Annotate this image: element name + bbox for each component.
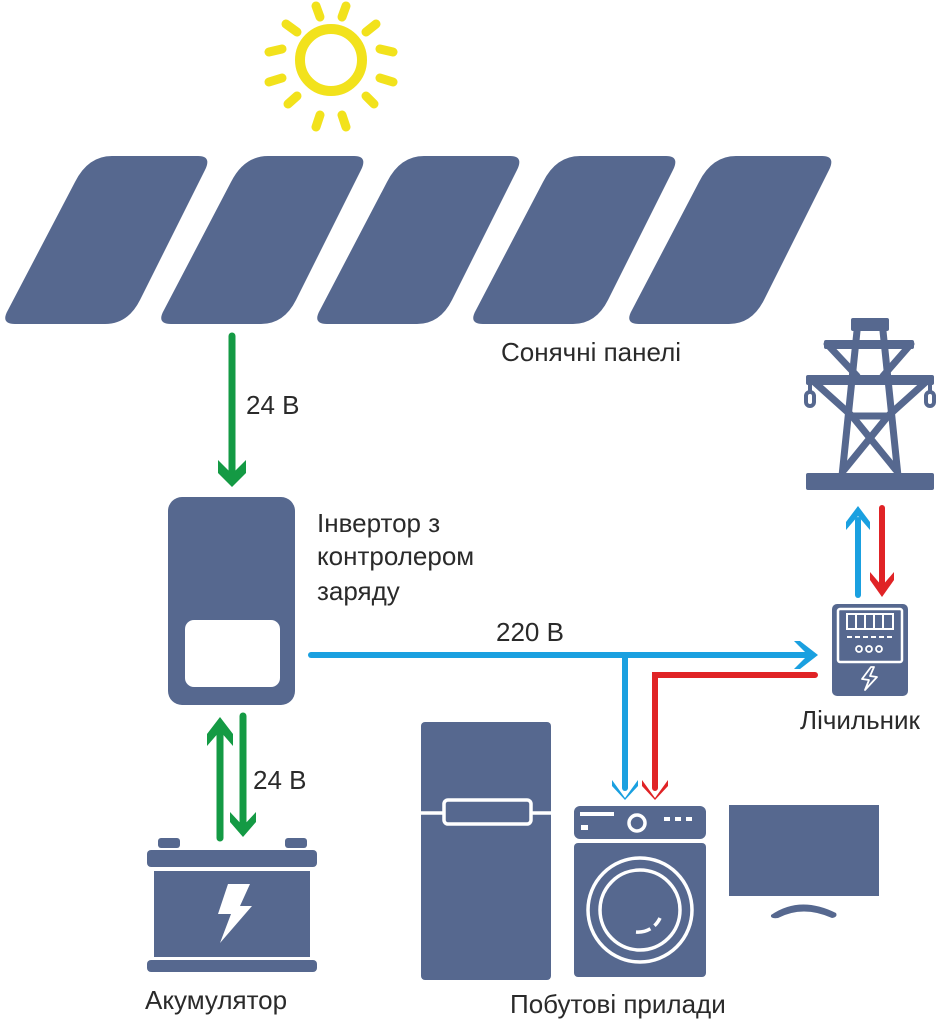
grid-arrow-meter-to-appliances <box>642 672 818 800</box>
appliances-label: Побутові прилади <box>510 989 726 1019</box>
washing-machine-icon <box>574 806 706 977</box>
ac-arrow-inverter-to-meter <box>308 641 818 669</box>
battery-label: Акумулятор <box>145 985 288 1015</box>
sun-icon <box>264 1 398 132</box>
electric-meter-icon <box>832 604 908 696</box>
battery-voltage-label: 24 В <box>253 765 307 795</box>
dc-arrows-battery-inverter <box>207 712 256 842</box>
dc-arrow-panels-to-inverter <box>218 332 246 487</box>
ac-arrow-inverter-to-appliances <box>612 652 638 800</box>
inverter-label-line2: контролером <box>317 541 475 571</box>
arrows-meter-grid <box>846 505 894 598</box>
panel-voltage-label: 24 В <box>246 390 300 420</box>
tv-icon <box>729 805 879 919</box>
fridge-icon <box>421 722 551 980</box>
battery-icon <box>147 838 317 972</box>
solar-panel-icon <box>5 156 208 324</box>
ac-voltage-label: 220 В <box>496 617 564 647</box>
meter-label: Лічильник <box>800 705 920 735</box>
solar-panel-icon <box>317 156 520 324</box>
solar-panels <box>5 156 832 324</box>
solar-panel-icon <box>629 156 832 324</box>
solar-panel-icon <box>473 156 676 324</box>
inverter-icon <box>168 497 295 705</box>
power-tower-icon <box>804 318 936 490</box>
inverter-label-line3: заряду <box>317 576 400 606</box>
inverter-label-line1: Інвертор з <box>317 508 441 538</box>
solar-panel-icon <box>161 156 364 324</box>
solar-panels-label: Сонячні панелі <box>501 337 682 367</box>
